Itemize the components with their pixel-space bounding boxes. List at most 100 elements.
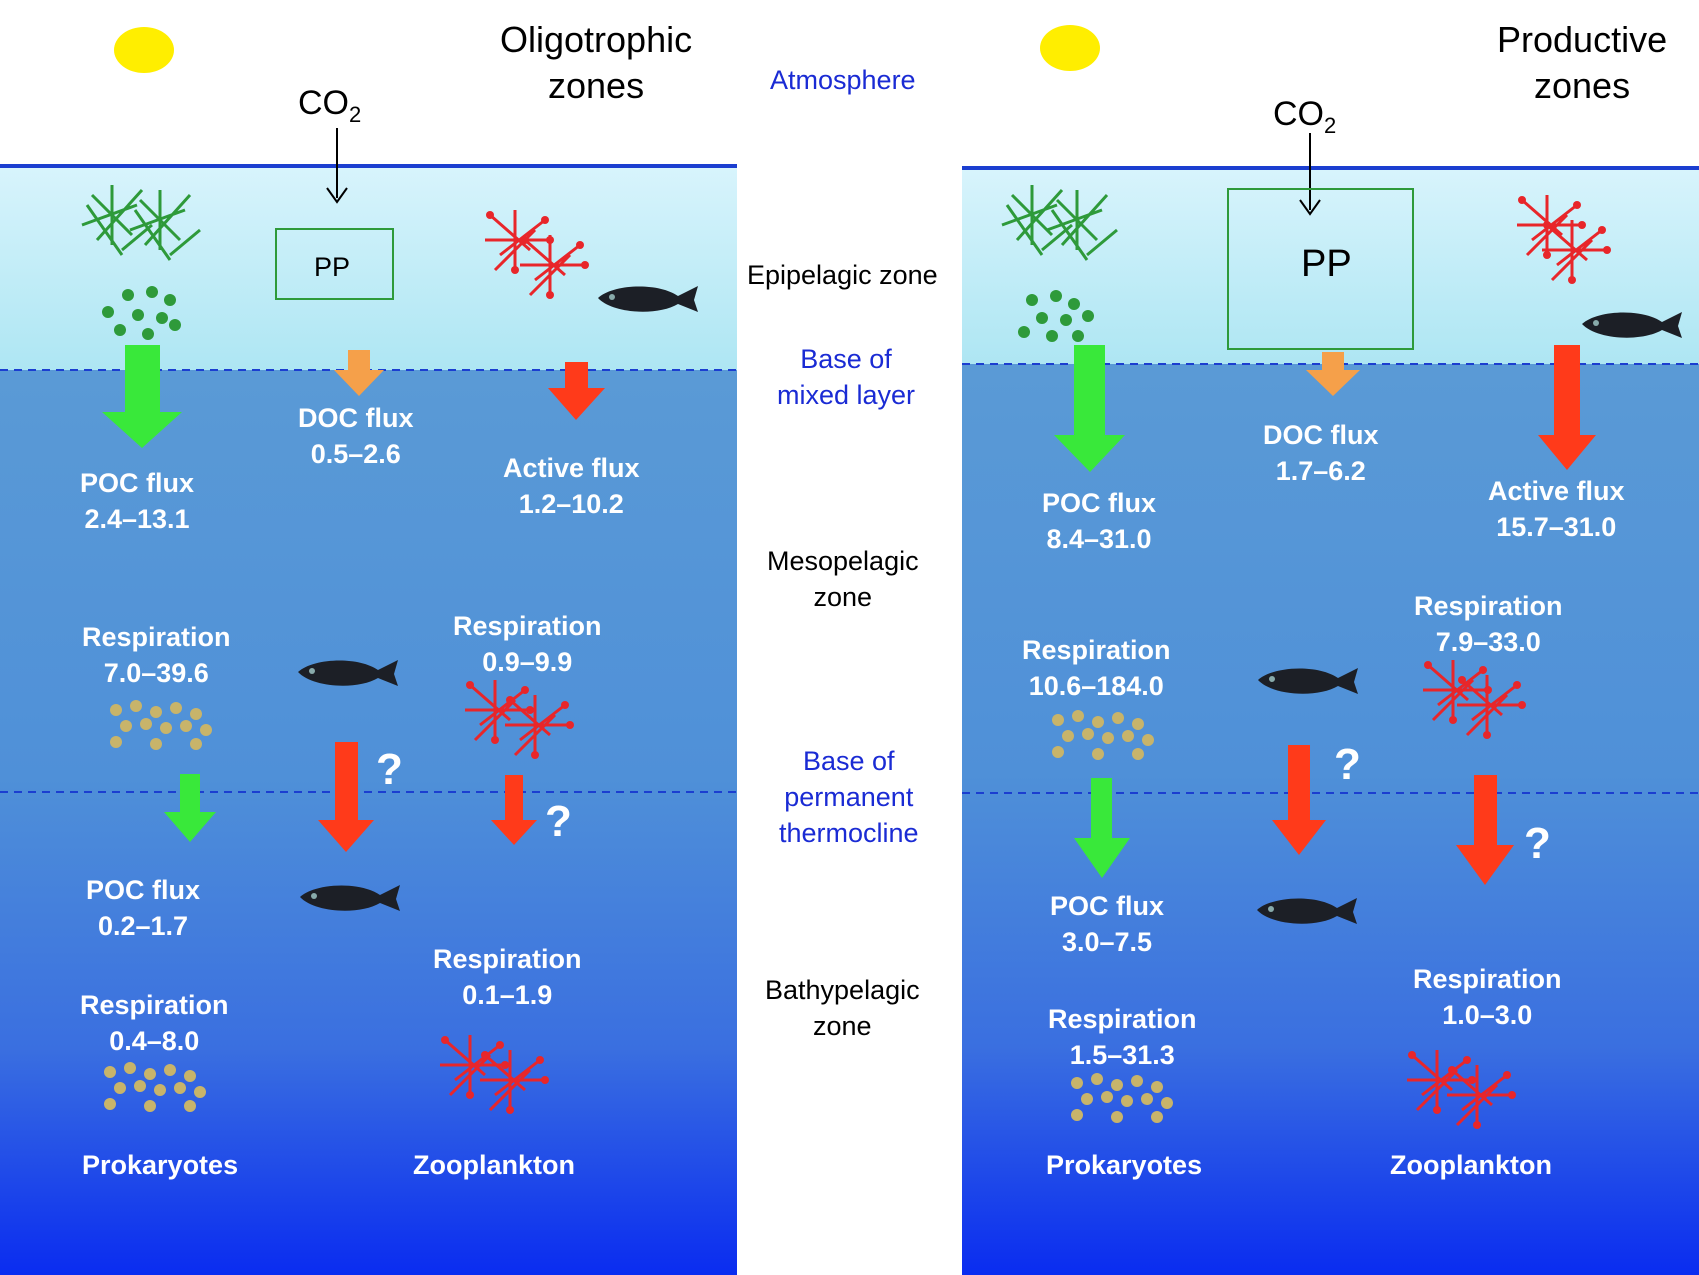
panel-title-line: zones (1534, 65, 1631, 106)
co2-label: CO2 (298, 86, 361, 126)
sun-icon (114, 27, 174, 73)
productive-ocean-scene (962, 0, 1699, 1275)
label-line: Base of (800, 344, 892, 374)
active-flux-arrow-lower (318, 742, 374, 852)
label-name: DOC flux (1263, 420, 1379, 450)
sun-icon (1040, 25, 1100, 71)
panel-title: Oligotrophic zones (500, 22, 692, 114)
pp-label: PP (314, 252, 351, 282)
label-value: 3.0–7.5 (1061, 927, 1153, 957)
pp-box (1227, 188, 1414, 350)
mixed-layer-label: Base of mixed layer (777, 346, 915, 418)
bathypelagic-label: Bathypelagic zone (765, 977, 920, 1049)
doc-flux-arrow (1306, 352, 1360, 396)
label-value: 1.7–6.2 (1275, 456, 1366, 486)
label-line: permanent (784, 782, 914, 812)
label-line: zone (813, 582, 873, 612)
panel-title-line: Productive (1497, 19, 1668, 60)
label-value: 1.2–10.2 (518, 489, 624, 519)
question-mark: ? (1524, 819, 1551, 868)
label-line: mixed layer (777, 380, 916, 410)
poc-flux-arrow (102, 345, 182, 448)
poc-flux-lower-label: POC flux 3.0–7.5 (1050, 893, 1164, 965)
pp-label: PP (1301, 243, 1352, 285)
label-value: 0.1–1.9 (462, 980, 553, 1010)
label-name: Respiration (1413, 964, 1562, 994)
label-name: Active flux (503, 453, 640, 483)
phytoplankton-dots (1018, 290, 1094, 342)
phytoplankton-dots (102, 286, 181, 340)
label-value: 1.0–3.0 (1442, 1000, 1533, 1030)
panel-title-line: zones (548, 65, 645, 106)
epipelagic-area (962, 167, 1699, 364)
label-line: thermocline (779, 818, 919, 848)
panel-title-line: Oligotrophic (500, 19, 693, 60)
label-name: DOC flux (298, 403, 414, 433)
label-name: Respiration (1048, 1004, 1197, 1034)
label-name: POC flux (1050, 891, 1165, 921)
atmosphere-area (962, 0, 1699, 167)
label-value: 2.4–13.1 (84, 504, 190, 534)
label-name: POC flux (1042, 488, 1157, 518)
label-line: Mesopelagic (767, 546, 919, 576)
poc-flux-arrow-lower (1074, 778, 1130, 878)
prokaryotes-label: Prokaryotes (82, 1150, 239, 1180)
label-value: 7.0–39.6 (103, 658, 209, 688)
atmosphere-label: Atmosphere (770, 65, 916, 95)
label-value: 0.5–2.6 (310, 439, 401, 469)
prokaryote-respiration-bathy: Respiration 1.5–31.3 (1048, 1006, 1197, 1078)
label-name: POC flux (86, 875, 201, 905)
epipelagic-area (0, 165, 737, 370)
question-mark: ? (545, 797, 572, 846)
poc-flux-arrow-lower (164, 774, 216, 842)
zooplankton-label: Zooplankton (1390, 1150, 1552, 1180)
label-name: Respiration (1414, 591, 1563, 621)
active-flux-label: Active flux 1.2–10.2 (503, 455, 640, 527)
thermocline-label: Base of permanent thermocline (779, 748, 919, 856)
co2-label: CO2 (1273, 97, 1336, 137)
label-line: zone (813, 1011, 872, 1041)
co2-arrowhead (1299, 199, 1321, 216)
zooplankton-flux-arrow (1456, 775, 1514, 885)
label-value: 1.5–31.3 (1069, 1040, 1175, 1070)
co2-arrowhead (326, 187, 348, 204)
label-value: 7.9–33.0 (1435, 627, 1541, 657)
doc-flux-label: DOC flux 1.7–6.2 (1263, 422, 1379, 494)
label-value: 15.7–31.0 (1496, 512, 1617, 542)
label-name: Active flux (1488, 476, 1625, 506)
oligotrophic-ocean-scene (0, 0, 737, 1275)
zooplankton-respiration-meso: Respiration 7.9–33.0 (1414, 593, 1563, 665)
zooplankton-label: Zooplankton (413, 1150, 575, 1180)
label-line: Base of (803, 746, 895, 776)
active-flux-arrow-lower (1272, 745, 1326, 855)
question-mark: ? (376, 745, 403, 794)
label-name: Respiration (453, 611, 602, 641)
poc-flux-arrow (1054, 345, 1125, 472)
label-name: Respiration (1022, 635, 1171, 665)
co2-subscript: 2 (349, 102, 362, 127)
doc-flux-label: DOC flux 0.5–2.6 (298, 405, 414, 477)
active-flux-arrow (1538, 345, 1596, 470)
zooplankton-flux-arrow (491, 775, 537, 845)
active-flux-arrow (548, 362, 605, 420)
co2-subscript: 2 (1324, 113, 1337, 138)
zooplankton-respiration-bathy: Respiration 1.0–3.0 (1413, 966, 1562, 1038)
panel-title: Productive zones (1497, 22, 1667, 114)
deep-water-area (962, 364, 1699, 1275)
label-value: 10.6–184.0 (1028, 671, 1164, 701)
question-mark: ? (1334, 740, 1361, 789)
prokaryote-respiration-meso: Respiration 10.6–184.0 (1022, 637, 1171, 709)
label-name: Respiration (80, 990, 229, 1020)
label-line: Bathypelagic (765, 975, 920, 1005)
atmosphere-area (0, 0, 737, 165)
pp-box (275, 228, 394, 300)
